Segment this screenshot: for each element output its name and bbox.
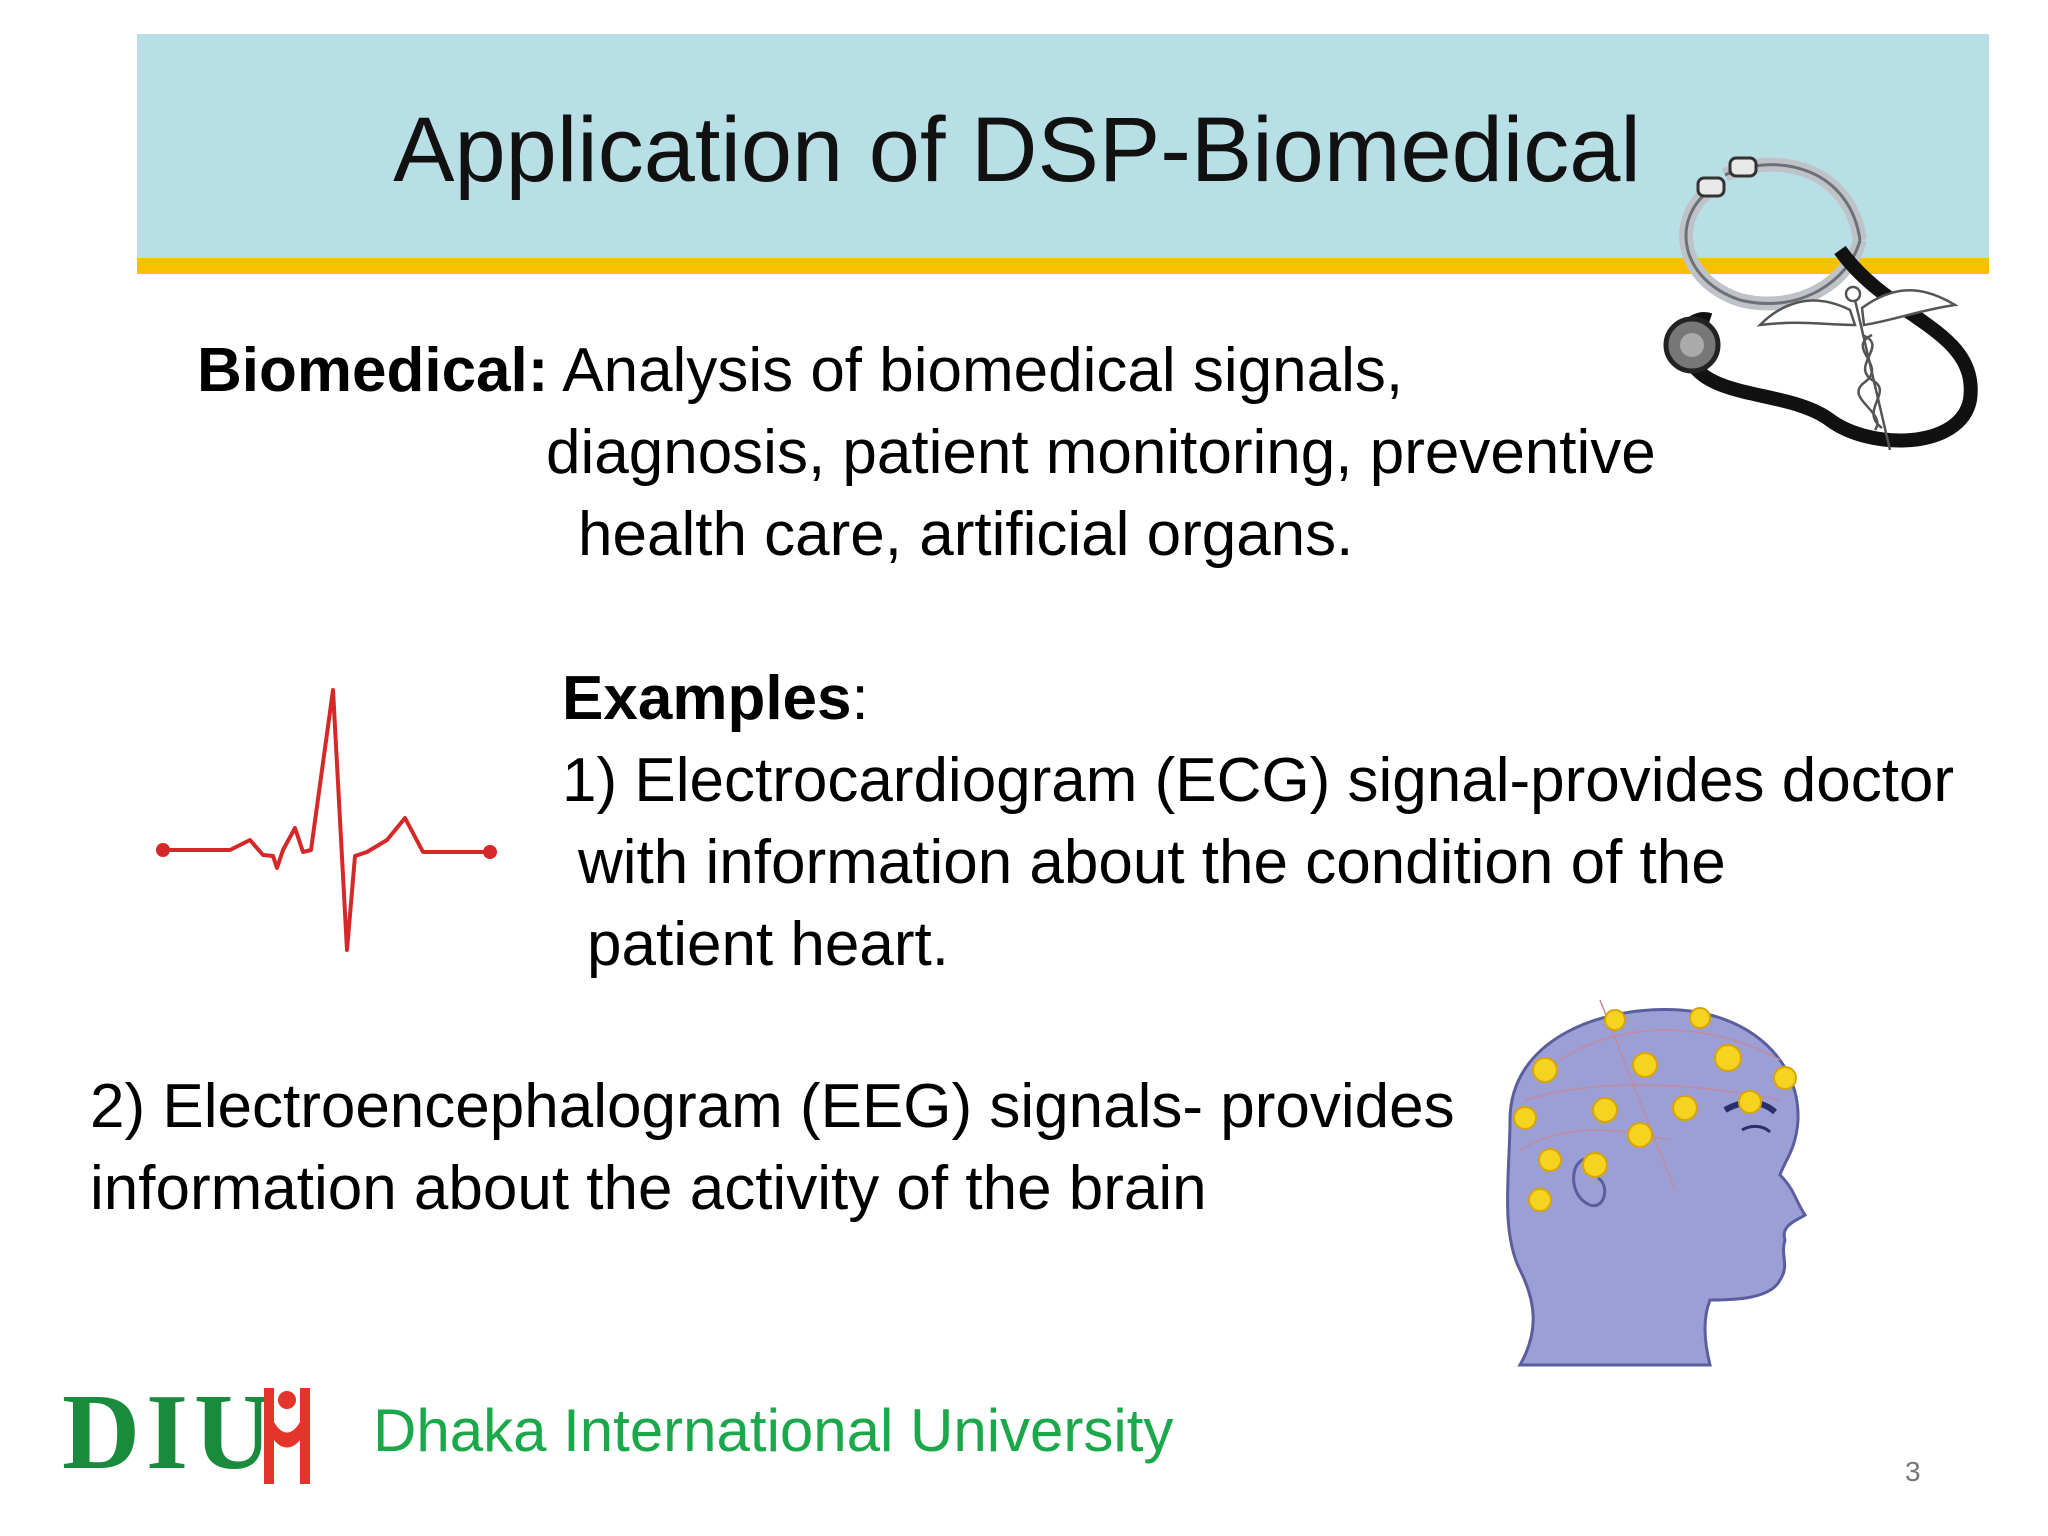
stethoscope-icon [1663, 156, 1978, 451]
biomedical-line-2: diagnosis, patient monitoring, preventiv… [546, 418, 1656, 487]
ecg-example-line-2: with information about the condition of … [578, 828, 1726, 897]
footer-university-name: Dhaka International University [373, 1397, 1174, 1464]
eeg-example-line-1: 2) Electroencephalogram (EEG) signals- p… [90, 1072, 1455, 1141]
title-band [137, 34, 1989, 258]
ecg-example-line-1: 1) Electrocardiogram (ECG) signal-provid… [562, 746, 1955, 815]
diu-logo-text: DIU [62, 1373, 279, 1492]
biomedical-text-1: Analysis of biomedical signals, [562, 336, 1404, 405]
slide-title: Application of DSP-Biomedical [393, 99, 1641, 201]
ecg-example-line-3: patient heart. [587, 910, 949, 979]
eeg-head-icon [1506, 1000, 1808, 1367]
title-underline-rule [137, 258, 1989, 274]
caduceus-icon [1756, 285, 1959, 451]
eeg-example-line-2: information about the activity of the br… [90, 1154, 1207, 1223]
examples-colon: : [851, 664, 869, 733]
biomedical-line-3: health care, artificial organs. [578, 500, 1354, 569]
examples-label: Examples [562, 664, 852, 733]
ecg-waveform-icon [156, 688, 497, 952]
diu-logo-icon [264, 1388, 310, 1484]
page-number: 3 [1905, 1456, 1921, 1487]
biomedical-line-1: Biomedical: Analysis of biomedical signa… [197, 330, 1403, 412]
examples-heading: Examples: [562, 658, 869, 740]
biomedical-label: Biomedical: [197, 336, 549, 405]
